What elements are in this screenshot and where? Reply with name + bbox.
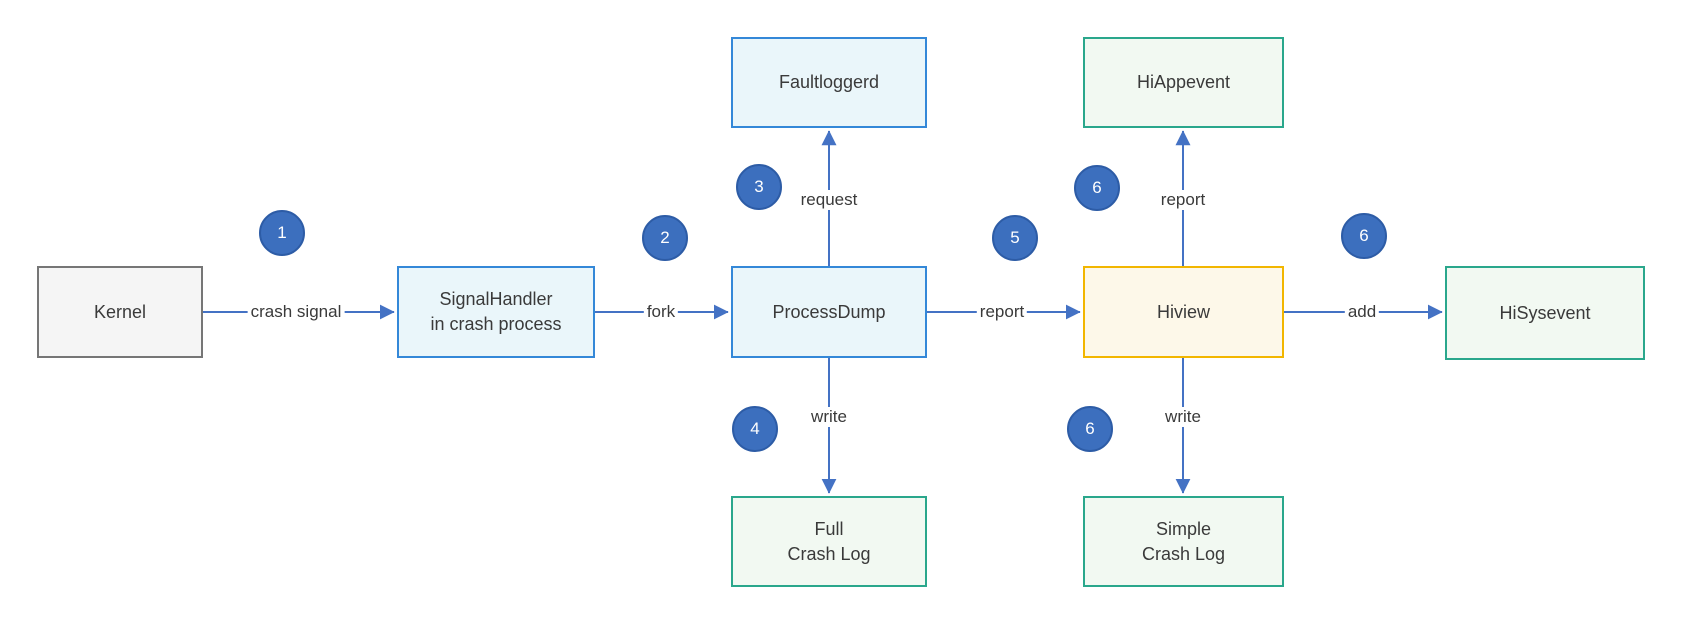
node-hisysevent: HiSysevent [1445,266,1645,360]
node-process-dump: ProcessDump [731,266,927,358]
step-badge-6-write: 6 [1067,406,1113,452]
edge-label-add: add [1344,302,1380,322]
node-simple-crash-log: Simple Crash Log [1083,496,1284,587]
edge-label-write-full: write [808,407,850,427]
edge-label-fork: fork [643,302,679,322]
step-badge-1: 1 [259,210,305,256]
step-badge-4: 4 [732,406,778,452]
node-hiview: Hiview [1083,266,1284,358]
node-hiappevent: HiAppevent [1083,37,1284,128]
node-faultloggerd: Faultloggerd [731,37,927,128]
node-kernel: Kernel [37,266,203,358]
step-badge-2: 2 [642,215,688,261]
edge-label-write-simple: write [1162,407,1204,427]
edge-label-report-hiappevent: report [1157,190,1209,210]
edge-label-request: request [797,190,861,210]
step-badge-6-report: 6 [1074,165,1120,211]
edge-label-crash-signal: crash signal [247,302,345,322]
node-signal-handler: SignalHandler in crash process [397,266,595,358]
step-badge-3: 3 [736,164,782,210]
node-full-crash-log: Full Crash Log [731,496,927,587]
edge-label-report-hiview: report [976,302,1028,322]
step-badge-5: 5 [992,215,1038,261]
step-badge-6-add: 6 [1341,213,1387,259]
